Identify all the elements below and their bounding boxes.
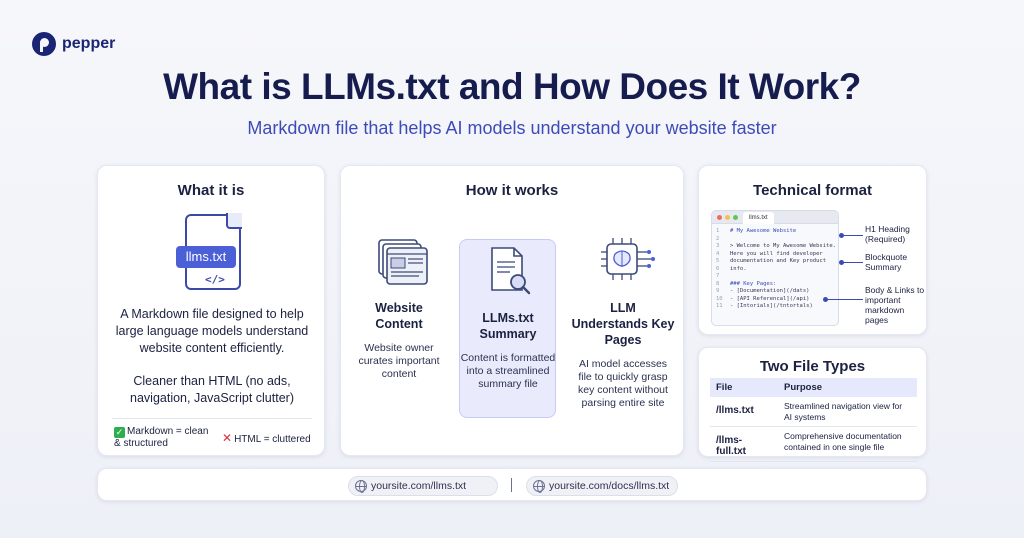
markdown-good-note: ✓Markdown = clean & structured [114,426,214,450]
step-llms-summary: LLMs.txt Summary Content is formatted in… [460,240,556,391]
step-title: LLMs.txt Summary [479,311,537,341]
file-purpose: Comprehensive documentation contained in… [778,426,917,462]
step-desc: Website owner curates important content [358,342,440,380]
table-row: /llms-full.txt Comprehensive documentati… [710,426,917,462]
line-number: 7 [716,273,720,279]
globe-icon [533,480,545,493]
file-name: /llms-full.txt [710,426,778,462]
step-desc: AI model accesses file to quickly grasp … [578,358,668,409]
editor-tab[interactable]: llms.txt [743,212,774,224]
minimize-dot-icon [725,215,730,220]
file-purpose: Streamlined navigation view for AI syste… [778,397,917,427]
url-bar: yoursite.com/llms.txt yoursite.com/docs/… [97,468,927,501]
pepper-logo-icon [32,32,56,56]
line-number: 1 [716,228,720,234]
webpages-icon [351,230,447,290]
line-number: 6 [716,265,720,272]
step-title: Website Content [375,301,423,331]
file-name: /llms.txt [710,397,778,427]
annotation-dot [839,233,844,238]
table-header-file: File [710,378,778,397]
maximize-dot-icon [733,215,738,220]
step-title: LLM Understands Key Pages [571,301,675,347]
step-website-content: Website Content Website owner curates im… [351,230,447,381]
line-number: 3 [716,243,720,249]
line-number: 8 [716,280,720,287]
html-bad-text: HTML = cluttered [234,434,311,445]
annotation-dot [839,260,844,265]
close-dot-icon [717,215,722,220]
file-types-title: Two File Types [759,358,866,375]
url-pill-llms[interactable]: yoursite.com/llms.txt [348,476,498,496]
step-llm-understands: LLM Understands Key Pages AI model acces… [571,230,675,410]
code-line: Here you will find developer [730,250,823,257]
brand-name: pepper [62,35,116,52]
code-line: info. [730,265,747,272]
annotation-dot [823,297,828,302]
file-badge: llms.txt [176,246,236,268]
technical-format-title: Technical format [753,182,872,199]
annotation-line [827,299,863,300]
code-line [730,236,836,244]
code-content: # My Awesome Website > Welcome to My Awe… [730,228,836,311]
annotation-body: Body & Links to important markdown pages [865,285,925,325]
annotation-line [843,262,863,263]
line-number: 11 [716,303,723,309]
line-number: 9 [716,288,720,294]
how-it-works-card: How it works Website Content Website own… [340,165,684,456]
line-number: 10 [716,295,723,302]
file-types-table: File Purpose /llms.txt Streamlined navig… [710,378,917,462]
code-line: > Welcome to My Awesome Website. [730,243,836,249]
how-it-works-title: How it works [465,182,559,199]
divider [112,418,312,419]
annotation-h1: H1 Heading (Required) [865,224,910,244]
cross-icon: ✕ [222,431,233,445]
editor-titlebar: llms.txt [712,211,838,224]
what-it-is-title: What it is [177,182,245,199]
what-it-is-description-2: Cleaner than HTML (no ads, navigation, J… [130,374,294,405]
url-text: yoursite.com/docs/llms.txt [549,480,670,492]
table-row: /llms.txt Streamlined navigation view fo… [710,397,917,427]
url-pill-docs-llms[interactable]: yoursite.com/docs/llms.txt [526,476,678,496]
table-header-row: File Purpose [710,378,917,397]
step-desc: Content is formatted into a streamlined … [460,352,556,390]
url-text: yoursite.com/llms.txt [371,480,467,492]
code-line: - [Intorials](/tntortals) [730,303,813,309]
annotation-blockquote: Blockquote Summary [865,252,908,272]
check-icon: ✓ [114,427,125,438]
markdown-good-text: Markdown = clean & structured [114,426,209,449]
url-separator [511,478,512,492]
table-header-purpose: Purpose [778,378,917,397]
file-types-card: Two File Types File Purpose /llms.txt St… [698,347,927,462]
code-line: ### Key Pages: [730,280,777,287]
code-line [730,273,836,281]
what-it-is-description: A Markdown file designed to help large l… [115,307,309,355]
code-line: - [Documentation](/dats) [730,288,810,294]
ai-chip-icon [571,230,675,290]
document-search-icon [460,240,556,300]
code-line: - [API Referencal](/api) [730,295,810,302]
what-it-is-card: What it is llms.txt </> A Markdown file … [97,165,325,456]
page-title: What is LLMs.txt and How Does It Work? [163,66,861,107]
html-bad-note: ✕HTML = cluttered [222,431,311,445]
brand-logo[interactable]: pepper [32,32,115,56]
page-subtitle: Markdown file that helps AI models under… [247,118,777,138]
code-line: documentation and Key product [730,258,827,264]
annotation-line [843,235,863,236]
line-number: 5 [716,258,720,264]
code-line: # My Awesome Website [730,228,797,234]
code-icon: </> [205,273,225,286]
globe-icon [355,480,367,493]
line-number: 4 [716,250,720,257]
line-number: 2 [716,235,720,242]
